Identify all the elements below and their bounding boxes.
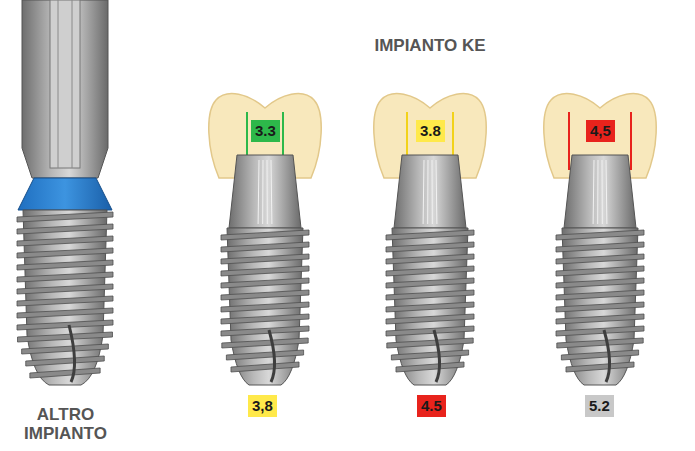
diameter-box: 4,5 <box>586 120 615 142</box>
implant-thread <box>386 302 474 312</box>
width-line <box>568 112 570 170</box>
other-implant-thread <box>18 332 113 342</box>
implant-thread <box>391 350 468 360</box>
abutment <box>394 155 466 228</box>
implant-thread <box>396 362 464 372</box>
implant-thread <box>221 266 309 276</box>
implant-thread <box>386 266 474 276</box>
abutment-groove <box>597 160 598 224</box>
implant-thread <box>386 230 474 240</box>
other-implant-thread <box>17 272 113 282</box>
implant-thread <box>556 278 644 288</box>
other-implant-thread <box>22 344 109 354</box>
implant-groove <box>434 330 440 382</box>
abutment-groove <box>267 160 268 224</box>
implant-thread <box>556 302 644 312</box>
implant-thread <box>386 314 474 324</box>
diameter-box: 3.3 <box>251 120 280 142</box>
implant-thread <box>556 266 644 276</box>
implant-thread <box>386 326 474 336</box>
implant-thread <box>221 242 309 252</box>
implant-thread <box>386 278 474 288</box>
implant-thread <box>221 302 309 312</box>
implant-thread <box>221 254 309 264</box>
implant-groove <box>269 330 275 382</box>
other-implant-thread <box>17 212 113 222</box>
other-implant-thread <box>17 308 113 318</box>
abutment <box>564 155 636 228</box>
size-value: 5.2 <box>589 397 610 414</box>
other-implant-thread <box>17 260 113 270</box>
implant-size-box: 5.2 <box>585 395 614 417</box>
other-implant-thread <box>17 248 113 258</box>
abutment <box>229 155 301 228</box>
implant-thread <box>221 314 309 324</box>
implant-thread <box>386 290 474 300</box>
other-implant-thread <box>26 356 105 366</box>
implant-thread <box>221 290 309 300</box>
other-implant-thread <box>17 284 113 294</box>
size-value: 4,5 <box>590 122 611 139</box>
implant-thread <box>221 278 309 288</box>
abutment-groove <box>606 160 608 224</box>
implant-thread <box>221 326 309 336</box>
abutment-sleeve <box>22 0 108 178</box>
size-value: 3.3 <box>255 122 276 139</box>
implant-groove <box>604 330 610 382</box>
other-implant-thread <box>17 224 113 234</box>
implant-thread <box>222 338 308 348</box>
size-value: 3,8 <box>252 397 273 414</box>
abutment-groove <box>432 160 433 224</box>
implant-thread <box>561 350 638 360</box>
abutment-groove <box>602 160 603 224</box>
implant-thread <box>226 350 303 360</box>
abutment-groove <box>593 160 595 224</box>
implant-thread <box>386 242 474 252</box>
implant-thread <box>386 254 474 264</box>
implant-thread <box>556 290 644 300</box>
implant-size-box: 4.5 <box>417 395 446 417</box>
other-implant-thread <box>17 296 113 306</box>
abutment-groove <box>262 160 263 224</box>
abutment-groove <box>436 160 438 224</box>
implant-thread <box>556 254 644 264</box>
abutment-groove <box>423 160 425 224</box>
implant-thread <box>556 230 644 240</box>
implant-thread <box>221 230 309 240</box>
abutment-groove <box>427 160 428 224</box>
size-value: 3.8 <box>420 122 441 139</box>
implant-thread <box>557 338 643 348</box>
implant-thread <box>556 314 644 324</box>
screw-line <box>58 0 59 168</box>
abutment-groove <box>271 160 273 224</box>
implant-thread <box>556 326 644 336</box>
other-implant-thread <box>17 320 113 330</box>
width-line <box>630 112 632 170</box>
other-implant-thread <box>30 368 100 378</box>
implant-thread <box>566 362 634 372</box>
implant-thread <box>231 362 299 372</box>
abutment-groove <box>258 160 260 224</box>
implant-size-box: 3,8 <box>248 395 277 417</box>
size-value: 4.5 <box>421 397 442 414</box>
implant-thread <box>387 338 473 348</box>
other-implant-groove <box>69 325 75 382</box>
group-title: IMPIANTO KE <box>365 36 495 55</box>
implant-thread <box>556 242 644 252</box>
diameter-box: 3.8 <box>416 120 445 142</box>
implant-caption: ALTRO IMPIANTO <box>3 405 128 443</box>
blue-collar <box>18 178 112 210</box>
screw-channel <box>50 0 80 168</box>
screw-line <box>72 0 73 168</box>
other-implant-thread <box>17 236 113 246</box>
